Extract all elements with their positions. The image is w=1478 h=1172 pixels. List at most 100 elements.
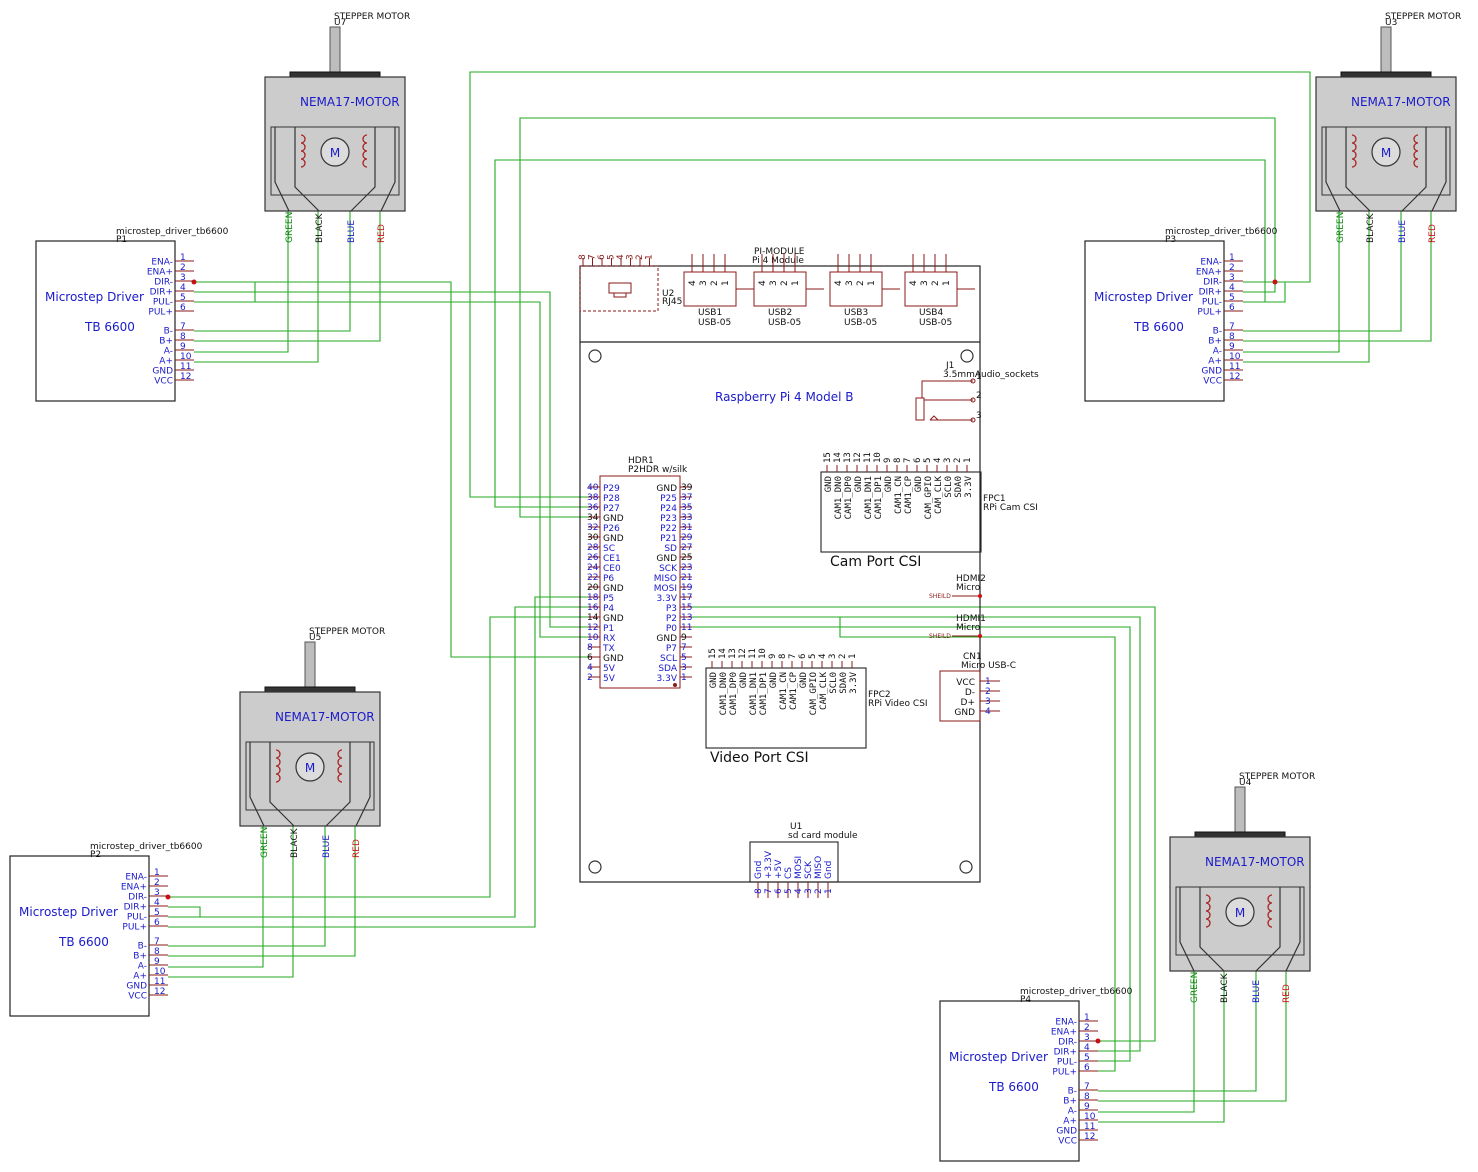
usbc-pin-num: 1 [985,677,991,687]
driver-pin-num: 8 [180,332,186,342]
csi-pin-num: 8 [893,458,903,463]
motor-coil [1413,134,1419,168]
csi-pin-num: 7 [903,458,913,463]
csi-signal: 3.3V [849,671,859,693]
mount-hole [588,349,602,363]
usb-pin-num: 4 [834,280,844,286]
wire [1243,211,1370,363]
csi-pin-num: 6 [798,654,808,659]
driver-ref-name: microstep_driver_tb6600 [1165,227,1278,237]
driver-title: Microstep Driver [949,1050,1048,1064]
wire [692,626,1131,1062]
header-pin-label: GND [656,634,677,644]
audio-label: 3.5mmAudio_sockets [943,370,1039,380]
header-pin-label: 5V [603,674,616,684]
audio-ref: J1 [945,361,954,371]
header-pin-num: 22 [587,573,598,583]
motor-coil [1205,894,1211,928]
hdmi-shield: SHEILD [929,593,951,600]
driver-pin-num: 4 [180,283,186,293]
motor-coil [1351,134,1357,168]
usb-pin-num: 1 [791,280,801,286]
wire [1098,971,1195,1113]
driver-ref-name: microstep_driver_tb6600 [90,842,203,852]
driver-pin-label: VCC [1203,377,1222,387]
csi-signal: CAM1_CP [789,671,799,710]
motor-rotor [320,137,350,167]
header-pin-num: 7 [681,643,687,653]
header-pin-label: SC [603,544,615,554]
pi-outline [579,265,981,883]
csi-pin-num: 2 [953,458,963,463]
csi-signal: GND [739,672,749,688]
driver-pin-label: B+ [159,337,173,347]
usbc-pin-num: 2 [985,687,991,697]
header-pin-num: 3 [681,663,687,673]
usb-pin-num: 3 [920,280,930,286]
sd-pin-num: 4 [794,888,804,894]
driver-pin-label: DIR- [1203,278,1222,288]
rj45-pin-num: 6 [597,254,607,260]
sd-pin-name: SCK [804,860,814,879]
header-pin-label: MISO [654,574,677,584]
csi-signal: SCL0 [829,672,839,694]
header-pin-label: GND [603,654,624,664]
csi-body [820,471,982,553]
driver-pin-num: 11 [180,362,191,372]
sd-label: sd card module [788,831,858,841]
csi-pin-num: 3 [828,654,838,659]
mount-hole [588,860,602,874]
header-pin-label: P26 [603,524,620,534]
csi-title: Video Port CSI [710,750,809,766]
driver-pin-label: GND [1201,367,1222,377]
usbc-pin-num: 3 [985,697,991,707]
driver-pin-num: 7 [1084,1082,1090,1092]
header-pin-num: 25 [681,553,692,563]
driver-pin-num: 7 [1229,322,1235,332]
motor-ref: U3 [1385,18,1397,28]
usb-pin-num: 3 [769,280,779,286]
wire [168,826,264,968]
motor-wire-label: BLUE [347,220,357,243]
motor-rotor [1371,137,1401,167]
csi-signal: GND [884,476,894,492]
header-pin-label: GND [603,534,624,544]
header-pin-num: 37 [681,493,692,503]
sd-pin-name: +3.3V [764,850,774,879]
hdmi-label: Micro [956,623,981,633]
driver-pin-label: ENA+ [147,268,173,278]
csi-pin-num: 5 [923,458,933,463]
header-pin-num: 15 [681,603,692,613]
junction-dot [191,279,197,285]
motor-wire-label: BLACK [315,212,325,243]
motor-wire-label: BLUE [1398,220,1408,243]
header-pin-num: 20 [587,583,599,593]
driver-pin-label: ENA+ [121,883,147,893]
header-pin-num: 10 [587,633,599,643]
driver-pin-num: 6 [1229,303,1235,313]
csi-signal: CAM_GPIO [809,672,819,715]
motor-wire-label: RED [377,224,387,243]
driver-pin-label: VCC [154,377,173,387]
driver-pin-label: A- [1068,1107,1077,1117]
driver-pin-label: A+ [1063,1117,1077,1127]
driver-pin-num: 3 [1229,273,1235,283]
driver-pin-num: 11 [1229,362,1240,372]
driver-pin-label: B+ [1208,337,1222,347]
wire [168,826,294,978]
usbc-ref: CN1 [963,652,982,662]
header-pin-num: 12 [587,623,598,633]
wire [1243,211,1340,353]
header-pin-label: GND [656,554,677,564]
driver-pin-label: PUL- [127,913,147,923]
hdmi-dot [978,594,982,598]
csi-signal: SCL0 [944,476,954,498]
csi-signal: CAM_CLK [934,475,944,514]
header-pin-label: P28 [603,494,620,504]
driver-pin-label: DIR- [1058,1038,1077,1048]
motor-shaft [304,641,316,695]
driver-ref: P4 [1020,995,1031,1005]
header-pin-label: SDA [658,664,677,674]
